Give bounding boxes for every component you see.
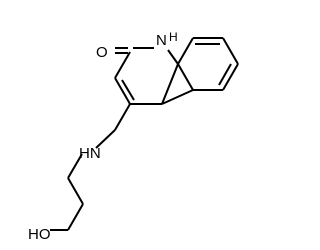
bond-c6-c5 [222, 63, 239, 91]
bond-c4a-c4 [161, 89, 194, 105]
bond-c4-ch2 [114, 103, 131, 131]
bond-n1-c8a [167, 49, 179, 65]
atom-label-ring-nitrogen: N [156, 32, 167, 49]
structure-canvas: O N H HN HO [28, 30, 239, 243]
bond-nh-c1 [67, 153, 83, 179]
bond-c6-c5-inner [218, 63, 232, 86]
atom-label-oxygen: O [96, 44, 108, 61]
bond-c3-c4-inner [121, 79, 135, 101]
bond-c4a-c8a [161, 63, 179, 105]
atom-label-hydroxyl: HO [28, 226, 51, 243]
bond-c2-c3 [114, 51, 131, 79]
atom-label-amine: HN [79, 145, 101, 162]
atom-label-ring-nitrogen-h: H [169, 30, 178, 44]
bond-c8a-c8 [177, 37, 194, 65]
bond-c1-c2 [67, 177, 84, 205]
bond-c3-c4 [114, 77, 131, 105]
bond-c2-c3-chain [67, 203, 84, 231]
bond-c7-c6 [222, 37, 239, 65]
bond-c4a-link [177, 63, 194, 91]
molecule-drawing: O N H HN HO [28, 30, 239, 243]
bond-ch2-nh [95, 129, 116, 149]
